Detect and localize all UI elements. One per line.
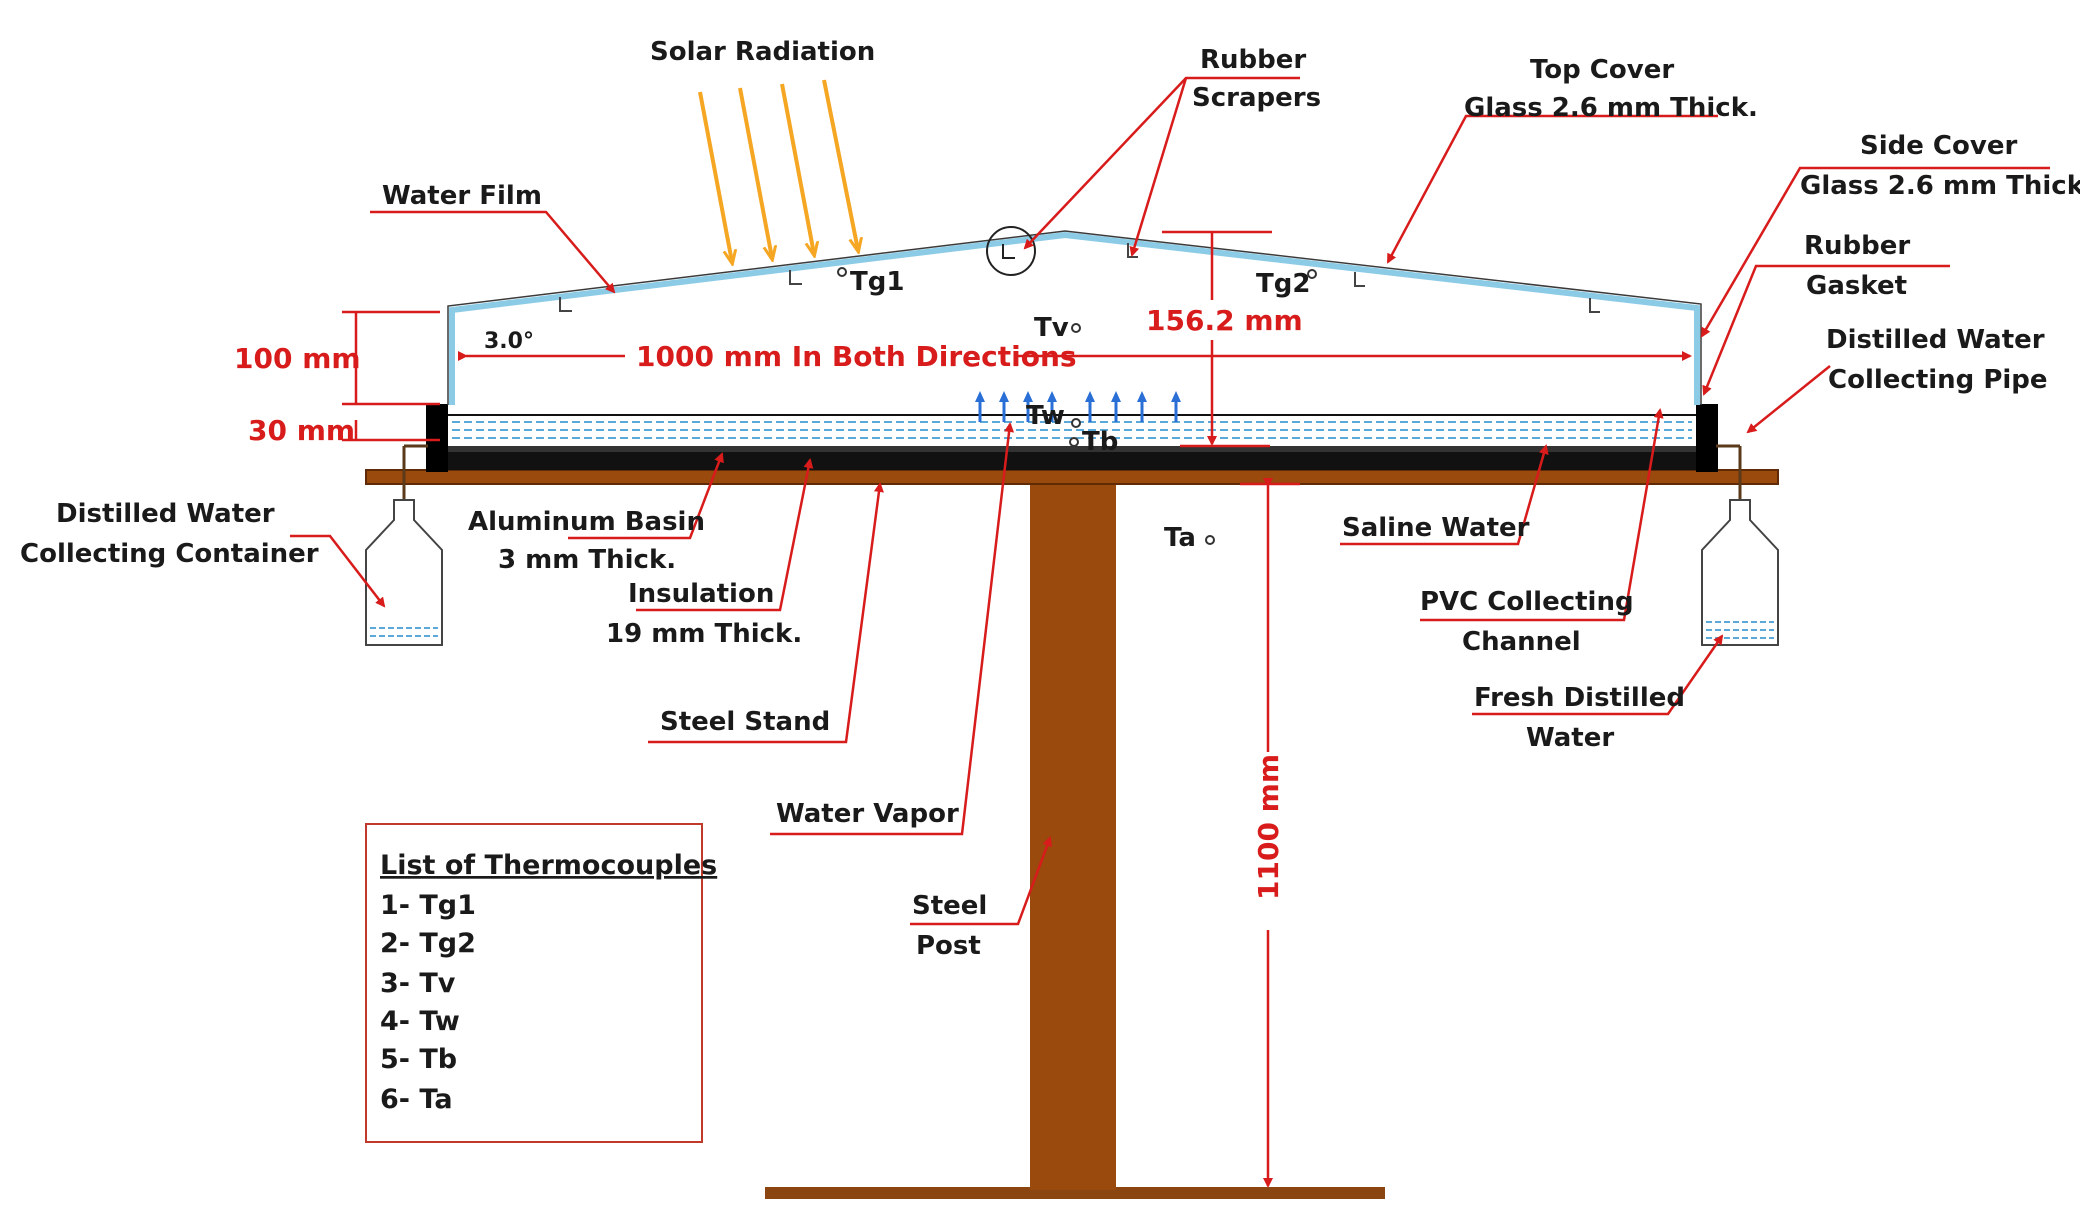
dim-width-label: 1000 mm In Both Directions: [636, 340, 1077, 373]
legend-item: 3- Tv: [380, 968, 456, 999]
tv-dot: [1071, 323, 1081, 333]
label-rubber-gasket-1: Rubber: [1804, 231, 1910, 261]
dim-1100-label: 1100 mm: [1252, 754, 1285, 900]
dim-156-label: 156.2 mm: [1146, 304, 1303, 337]
dim-100mm-line: [342, 310, 440, 442]
label-collecting-pipe-1: Distilled Water: [1826, 325, 2045, 355]
label-fresh-water-2: Water: [1526, 723, 1614, 753]
legend-title: List of Thermocouples: [380, 850, 717, 881]
tg1-dot: [837, 267, 847, 277]
label-side-cover-1: Side Cover: [1860, 131, 2017, 161]
label-top-cover-1: Top Cover: [1530, 55, 1674, 85]
label-fresh-water-1: Fresh Distilled: [1474, 683, 1685, 713]
label-side-cover-2: Glass 2.6 mm Thick.: [1800, 171, 2080, 201]
label-aluminum-basin-1: Aluminum Basin: [468, 507, 705, 537]
tb-dot: [1069, 437, 1079, 447]
legend-item: 5- Tb: [380, 1044, 457, 1075]
water-vapor-arrows: [975, 391, 1181, 422]
label-steel-post-1: Steel: [912, 891, 987, 921]
dim-100-label: 100 mm: [234, 342, 361, 375]
steel-stand-plate: [365, 469, 1779, 485]
left-collecting-bottle: [365, 444, 443, 646]
legend-item: 2- Tg2: [380, 928, 476, 959]
sensor-label-tw: Tw: [1026, 401, 1065, 431]
label-rubber-gasket-2: Gasket: [1806, 271, 1907, 301]
leader-lines: [290, 76, 2050, 926]
dim-30-label: 30 mm: [248, 414, 355, 447]
dim-1100mm-line: [1240, 478, 1300, 1188]
sensor-label-ta: Ta: [1164, 523, 1196, 553]
rubber-scraper-marks: [559, 243, 1600, 313]
label-insulation-1: Insulation: [628, 579, 774, 609]
label-steel-post-2: Post: [916, 931, 981, 961]
sensor-label-tb: Tb: [1082, 427, 1118, 457]
label-pvc-channel-1: PVC Collecting: [1420, 587, 1634, 617]
tw-dot: [1071, 418, 1081, 428]
label-steel-stand: Steel Stand: [660, 707, 830, 737]
label-collecting-container-2: Collecting Container: [20, 539, 319, 569]
label-rubber-scrapers-2: Scrapers: [1192, 83, 1321, 113]
sensor-label-tv: Tv: [1034, 313, 1069, 343]
solar-radiation-arrows: [698, 79, 858, 262]
label-top-cover-2: Glass 2.6 mm Thick.: [1464, 93, 1758, 123]
legend-box: [365, 823, 703, 1143]
legend-item: 6- Ta: [380, 1084, 453, 1115]
label-rubber-scrapers-1: Rubber: [1200, 45, 1306, 75]
label-insulation-2: 19 mm Thick.: [606, 619, 802, 649]
dim-156mm-line: [1162, 230, 1272, 448]
label-pvc-channel-2: Channel: [1462, 627, 1581, 657]
glass-cover: [449, 231, 1700, 405]
label-aluminum-basin-2: 3 mm Thick.: [498, 545, 676, 575]
label-collecting-pipe-2: Collecting Pipe: [1828, 365, 2048, 395]
sensor-label-tg2: Tg2: [1256, 269, 1310, 299]
right-collecting-channel: [1696, 404, 1718, 472]
legend-item: 1- Tg1: [380, 890, 476, 921]
legend-item: 4- Tw: [380, 1006, 460, 1037]
sensor-label-tg1: Tg1: [850, 267, 904, 297]
left-collecting-channel: [426, 404, 448, 472]
label-saline-water: Saline Water: [1342, 513, 1530, 543]
label-collecting-container-1: Distilled Water: [56, 499, 275, 529]
ground-base-plate: [765, 1187, 1385, 1199]
label-solar-radiation: Solar Radiation: [650, 37, 875, 67]
right-collecting-bottle: [1701, 444, 1779, 646]
scraper-circle: [986, 226, 1036, 276]
sensor-dots: [837, 267, 1317, 545]
ta-dot: [1205, 535, 1215, 545]
dim-angle-label: 3.0°: [484, 329, 534, 354]
label-water-film: Water Film: [382, 181, 542, 211]
steel-post: [1030, 478, 1116, 1190]
aluminum-basin-line: [444, 446, 1700, 452]
tg2-dot: [1307, 269, 1317, 279]
label-water-vapor: Water Vapor: [776, 799, 959, 829]
